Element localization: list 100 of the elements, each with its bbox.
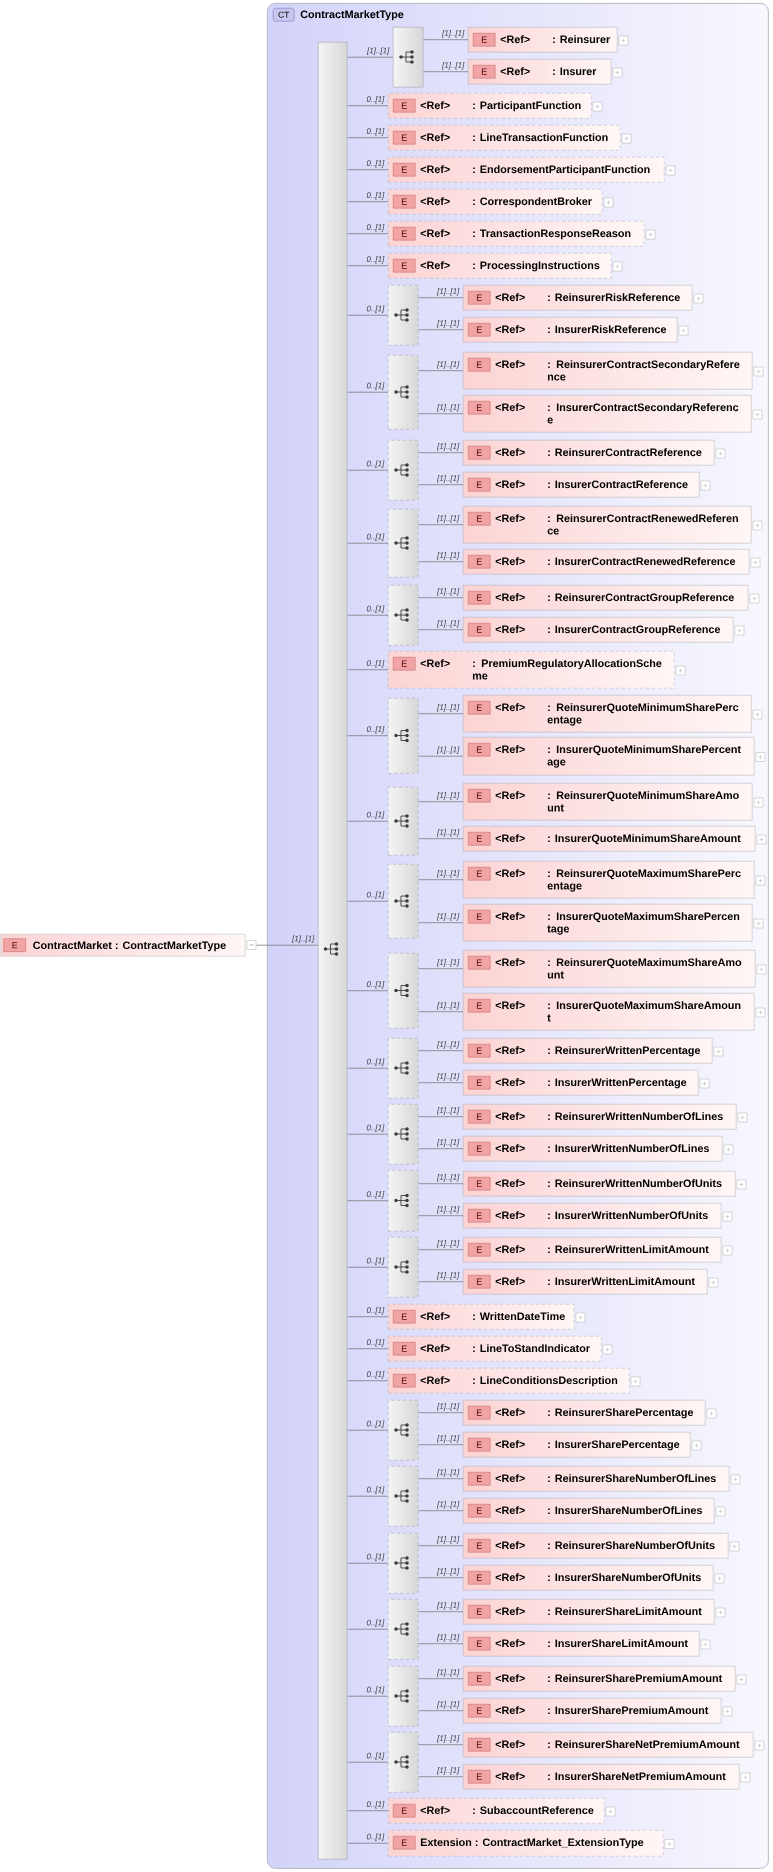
element-box [463, 904, 753, 942]
ref-label: <Ref> [495, 514, 525, 523]
connector-line [347, 1133, 389, 1135]
ref-label: <Ref> [495, 703, 525, 712]
connector-line [418, 1183, 464, 1185]
element-name: : InsurerWrittenNumberOfLines [548, 1144, 709, 1153]
edge-label: 0..[1] [366, 1339, 385, 1347]
element-badge: E [468, 910, 491, 924]
element-box [463, 695, 752, 733]
ref-label: <Ref> [420, 197, 450, 206]
connector-line [347, 1761, 389, 1763]
edge-label: 0..[1] [366, 192, 385, 200]
compositor-box [388, 1599, 419, 1660]
compositor-box [388, 509, 419, 578]
element-name: : LineTransactionFunction [473, 133, 608, 142]
edge-label: 0..[1] [366, 305, 385, 313]
compositor-box [388, 1237, 419, 1298]
edge-label: 0..[1] [366, 1686, 385, 1694]
element-name: : InsurerSharePremiumAmount [548, 1706, 709, 1715]
element-badge: E [473, 65, 496, 79]
ref-label: <Ref> [495, 1277, 525, 1286]
element-box [463, 1466, 730, 1492]
ref-label: <Ref> [420, 1344, 450, 1353]
ref-label: <Ref> [495, 1506, 525, 1515]
edge-label: 0..[1] [366, 382, 385, 390]
edge-label: 0..[1] [366, 224, 385, 232]
connector-line [347, 542, 389, 544]
element-badge: E [468, 832, 491, 846]
ref-label: <Ref> [420, 101, 450, 110]
edge-label: 0..[1] [366, 160, 385, 168]
element-badge: E [468, 1243, 491, 1257]
ref-label: <Ref> [420, 261, 450, 270]
element-badge: E [468, 1672, 491, 1686]
element-name: : ReinsurerWrittenNumberOfLines [548, 1112, 723, 1121]
compositor-box [388, 1170, 419, 1232]
element-badge: E [393, 1374, 416, 1388]
element-box [388, 125, 621, 151]
element-box [463, 1764, 740, 1790]
element-name: : ParticipantFunction [473, 101, 581, 112]
connector-line [418, 1611, 464, 1613]
element-box [463, 1038, 713, 1064]
element-badge: E [393, 1836, 416, 1850]
edge-label: [1]..[1] [436, 620, 460, 628]
element-badge: E [468, 1110, 491, 1124]
connector-line [256, 944, 319, 946]
element-name: : InsurerShareLimitAmount [548, 1639, 688, 1648]
ref-label: <Ref> [495, 1440, 525, 1449]
element-badge: E [468, 1539, 491, 1553]
compositor-box [388, 787, 419, 856]
element-box [463, 1432, 691, 1458]
element-box [463, 1070, 699, 1096]
connector-line [418, 413, 464, 415]
element-box [463, 1237, 722, 1263]
ref-label: <Ref> [495, 1112, 525, 1121]
edge-label: [1]..[1] [436, 1536, 460, 1544]
ref-label: <Ref> [495, 1639, 525, 1648]
edge-label: 0..[1] [366, 1371, 385, 1379]
element-name: : InsurerQuoteMinimumSharePercent age [547, 745, 741, 768]
element-box [463, 1698, 722, 1724]
element-box [388, 157, 665, 183]
connector-line [418, 1744, 464, 1746]
edge-label: 0..[1] [366, 811, 385, 819]
edge-label: 0..[1] [366, 1257, 385, 1265]
element-name: : TransactionResponseReason [473, 229, 631, 240]
compositor-box [388, 1466, 419, 1527]
element-box [388, 1336, 602, 1362]
ref-label: <Ref> [495, 360, 525, 369]
connector-line [418, 629, 464, 631]
edge-label: 0..[1] [366, 1752, 385, 1760]
element-name: : EndorsementParticipantFunction [473, 165, 650, 176]
connector-line [347, 1380, 389, 1382]
edge-label: [1]..[1] [436, 443, 460, 451]
connector-line [418, 484, 464, 486]
edge-label: 0..[1] [366, 1307, 385, 1315]
edge-label: [1]..[1] [436, 1002, 460, 1010]
connector-line [418, 1776, 464, 1778]
ref-label: <Ref> [500, 35, 530, 44]
connector-line [418, 1678, 464, 1680]
edge-label: 0..[1] [366, 1553, 385, 1561]
element-name: : InsurerWrittenNumberOfUnits [548, 1211, 708, 1220]
element-box [388, 93, 592, 119]
element-name: : InsurerQuoteMaximumShareAmoun t [547, 1001, 741, 1022]
ref-label: <Ref> [495, 834, 525, 843]
compositor-box [388, 864, 419, 939]
element-badge: E [393, 99, 416, 113]
ref-label: <Ref> [420, 165, 450, 174]
ref-label: <Ref> [495, 1674, 525, 1683]
element-box [463, 506, 752, 544]
connector-line [418, 1050, 464, 1052]
edge-label: [1]..[1] [436, 1602, 460, 1610]
element-name: : ReinsurerWrittenNumberOfUnits [548, 1179, 722, 1188]
edge-label: 0..[1] [366, 660, 385, 668]
edge-label: 0..[1] [366, 1124, 385, 1132]
connector-line [418, 1249, 464, 1251]
sequence-bar [318, 42, 348, 1860]
element-box [388, 189, 603, 215]
edge-label: [1]..[1] [436, 792, 460, 800]
element-badge: E [393, 195, 416, 209]
element-box [388, 1830, 664, 1857]
element-badge: E [468, 1738, 491, 1752]
